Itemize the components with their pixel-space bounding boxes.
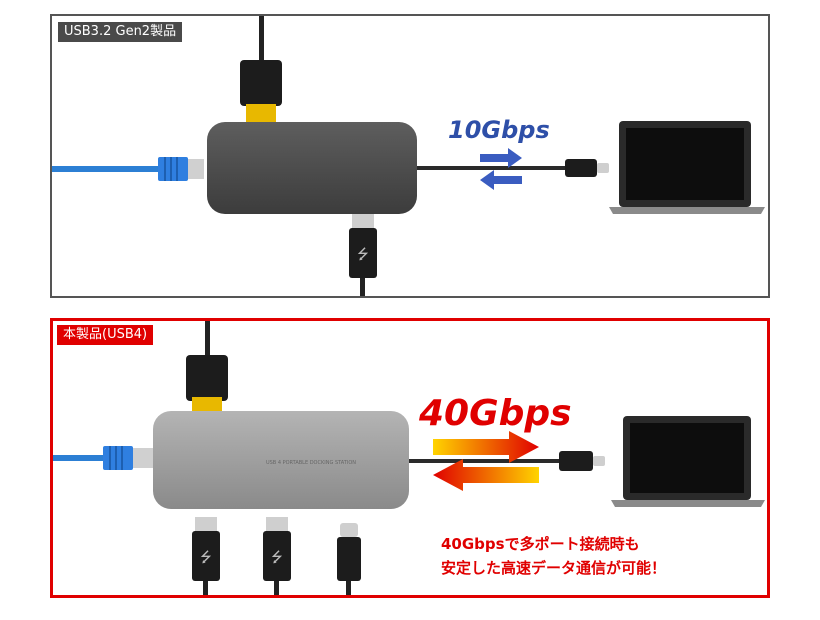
- lan-cable-icon: [52, 157, 204, 181]
- usb4-speed-label: 40Gbps: [419, 393, 572, 434]
- bidirectional-arrows-icon: [480, 148, 522, 190]
- hdmi-connector-icon: [240, 16, 282, 122]
- usb4-product-tag: 本製品(USB4): [57, 325, 154, 345]
- usb4-note-line-1: 40Gbpsで多ポート接続時も: [441, 535, 640, 553]
- usb4-hub-body: [153, 411, 409, 509]
- usb-a-connector-icon: ⭍: [263, 517, 291, 595]
- usb32-speed-label: 10Gbps: [448, 116, 550, 144]
- usb4-illustration: USB 4 PORTABLE DOCKING STATION ⭍ ⭍: [53, 321, 765, 595]
- lan-cable-icon: [53, 446, 153, 470]
- hub-label: USB 4 PORTABLE DOCKING STATION: [266, 460, 356, 466]
- usb32-product-tag: USB3.2 Gen2製品: [58, 22, 183, 42]
- laptop-icon: [609, 121, 765, 214]
- usb-a-connector-icon: ⭍: [349, 214, 377, 296]
- usb4-comparison-panel: USB 4 PORTABLE DOCKING STATION ⭍ ⭍: [50, 318, 770, 598]
- usb-c-connector-icon: [337, 523, 361, 595]
- usb32-illustration: ⭍: [52, 16, 765, 296]
- usb4-note-line-2: 安定した高速データ通信が可能！: [441, 559, 667, 577]
- bidirectional-arrows-icon: [433, 431, 539, 491]
- usb32-hub-body: [207, 122, 417, 214]
- usb-trident-icon: ⭍: [357, 247, 369, 263]
- usb-a-connector-icon: ⭍: [192, 517, 220, 595]
- hdmi-connector-icon: [186, 321, 228, 415]
- usb-trident-icon: ⭍: [271, 550, 283, 566]
- usb-trident-icon: ⭍: [200, 550, 212, 566]
- usb32-comparison-panel: ⭍ USB3.2 Gen2製品 10Gbps: [50, 14, 770, 298]
- usb-c-connector-icon: [559, 451, 605, 471]
- usb-c-connector-icon: [565, 159, 609, 177]
- laptop-icon: [611, 416, 765, 507]
